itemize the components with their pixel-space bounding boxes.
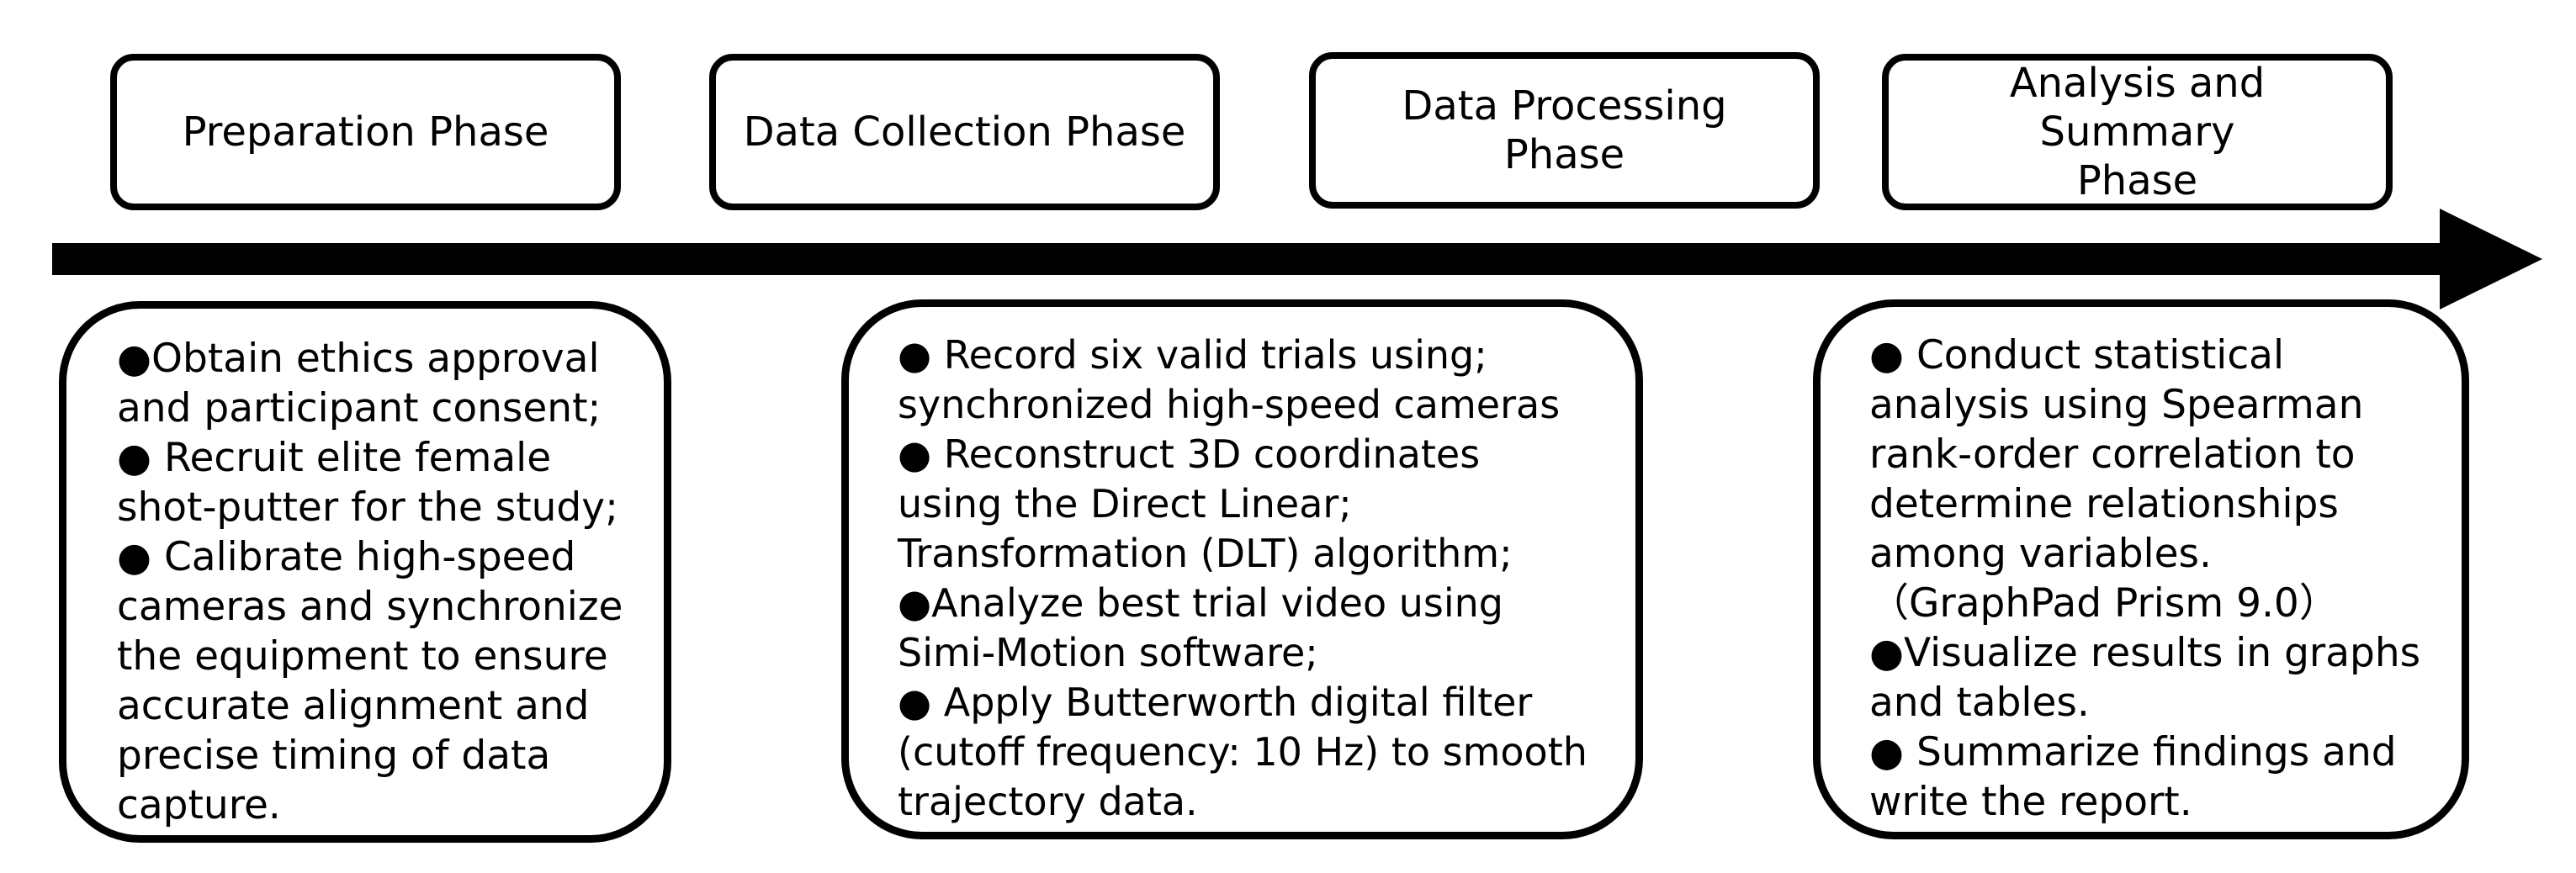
detail-line: ● Record six valid trials using; bbox=[898, 332, 1487, 378]
detail-line: trajectory data. bbox=[898, 779, 1198, 824]
detail-box-analysis: ● Conduct statistical analysis using Spe… bbox=[1813, 299, 2469, 839]
phase-title-analysis-summary-line1: Analysis and Summary bbox=[2009, 60, 2266, 156]
detail-line: （GraphPad Prism 9.0） bbox=[1869, 580, 2339, 627]
detail-line: ●Visualize results in graphs bbox=[1869, 630, 2421, 676]
phase-title-data-collection: Data Collection Phase bbox=[743, 108, 1186, 156]
phase-box-data-processing: Data Processing Phase bbox=[1309, 52, 1820, 209]
detail-line: Simi-Motion software; bbox=[898, 630, 1318, 675]
detail-line: the equipment to ensure bbox=[117, 633, 608, 680]
detail-line: among variables. bbox=[1869, 531, 2212, 577]
detail-line: ● Conduct statistical bbox=[1869, 332, 2285, 378]
detail-line: shot-putter for the study; bbox=[117, 484, 618, 531]
phase-title-data-processing: Data Processing Phase bbox=[1402, 82, 1727, 178]
timeline-arrow-head bbox=[2440, 209, 2542, 310]
phase-title-analysis-summary-line2: Phase bbox=[2076, 157, 2198, 204]
detail-line: and participant consent; bbox=[117, 385, 602, 431]
detail-line: using the Direct Linear; bbox=[898, 481, 1352, 526]
phase-box-analysis-summary: Analysis and Summary Phase bbox=[1882, 54, 2393, 210]
detail-line: Transformation (DLT) algorithm; bbox=[898, 531, 1513, 576]
detail-line: analysis using Spearman bbox=[1869, 382, 2364, 428]
detail-line: accurate alignment and bbox=[117, 683, 590, 729]
detail-line: precise timing of data bbox=[117, 733, 551, 779]
phase-title-preparation: Preparation Phase bbox=[182, 108, 549, 156]
detail-line: and tables. bbox=[1869, 680, 2090, 726]
detail-line: ● Calibrate high-speed bbox=[117, 534, 576, 580]
detail-line: cameras and synchronize bbox=[117, 584, 623, 630]
detail-box-preparation: ●Obtain ethics approval and participant … bbox=[59, 301, 671, 843]
detail-line: ●Obtain ethics approval bbox=[117, 336, 600, 382]
detail-line: (cutoff frequency: 10 Hz) to smooth bbox=[898, 729, 1587, 775]
detail-line: determine relationships bbox=[1869, 481, 2339, 527]
phase-box-preparation: Preparation Phase bbox=[110, 54, 621, 210]
phase-box-data-collection: Data Collection Phase bbox=[709, 54, 1220, 210]
detail-line: ● Summarize findings and bbox=[1869, 729, 2397, 775]
detail-line: ● Recruit elite female bbox=[117, 435, 552, 481]
detail-line: write the report. bbox=[1869, 779, 2192, 825]
timeline-arrow-shaft bbox=[52, 243, 2463, 275]
detail-line: rank-order correlation to bbox=[1869, 431, 2356, 478]
detail-box-collection-processing: ● Record six valid trials using; synchro… bbox=[841, 299, 1643, 839]
detail-line: ●Analyze best trial video using bbox=[898, 580, 1503, 626]
detail-line: ● Reconstruct 3D coordinates bbox=[898, 431, 1481, 477]
detail-line: capture. bbox=[117, 782, 281, 828]
detail-line: ● Apply Butterworth digital filter bbox=[898, 680, 1533, 725]
detail-line: synchronized high-speed cameras bbox=[898, 382, 1561, 427]
